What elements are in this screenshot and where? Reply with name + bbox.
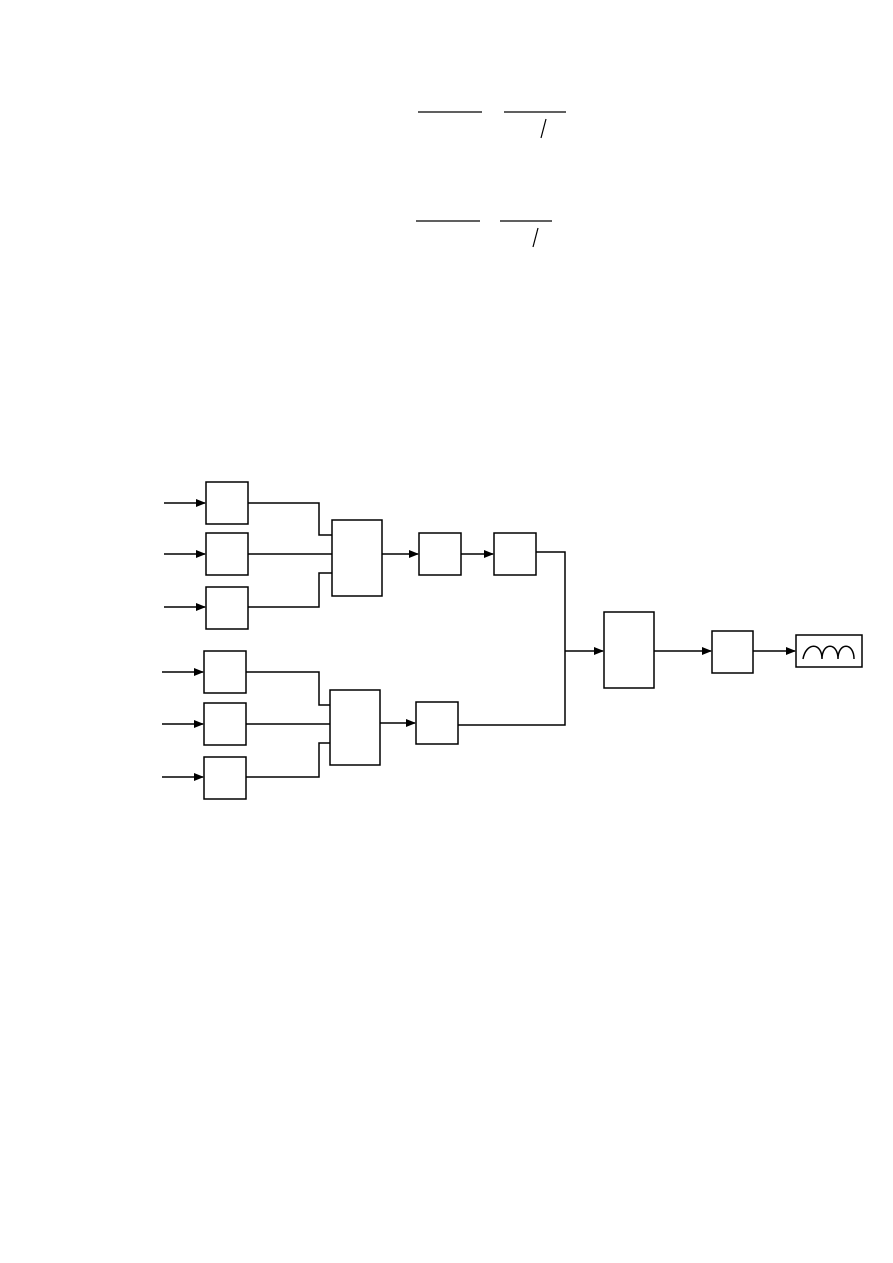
upper-input-block-2 xyxy=(205,532,249,576)
upper-wire-1 xyxy=(248,502,332,536)
upper-wire-3 xyxy=(248,572,332,608)
upper-combiner-block xyxy=(331,519,383,597)
output-load-box xyxy=(795,634,863,668)
lower-input-block-2 xyxy=(203,702,247,746)
formula-1-slash xyxy=(540,118,547,139)
formula-1 xyxy=(418,111,566,139)
merge-block xyxy=(603,611,655,689)
lower-wire-3 xyxy=(246,742,330,778)
upper-input-block-1 xyxy=(205,481,249,525)
upper-stage-block-2 xyxy=(493,532,537,576)
lower-to-merge-wire xyxy=(458,651,566,726)
upper-to-merge-wire xyxy=(536,551,566,651)
output-stage-block xyxy=(711,630,754,674)
upper-input-block-3 xyxy=(205,586,249,630)
formula-2 xyxy=(416,220,552,248)
formula-2-slash xyxy=(532,227,539,248)
lower-input-block-1 xyxy=(203,650,247,694)
lower-wire-1 xyxy=(246,671,330,706)
lower-stage-block xyxy=(415,701,459,745)
upper-stage-block-1 xyxy=(418,532,462,576)
coil-icon xyxy=(802,645,855,660)
lower-combiner-block xyxy=(329,689,381,766)
lower-input-block-3 xyxy=(203,756,247,800)
